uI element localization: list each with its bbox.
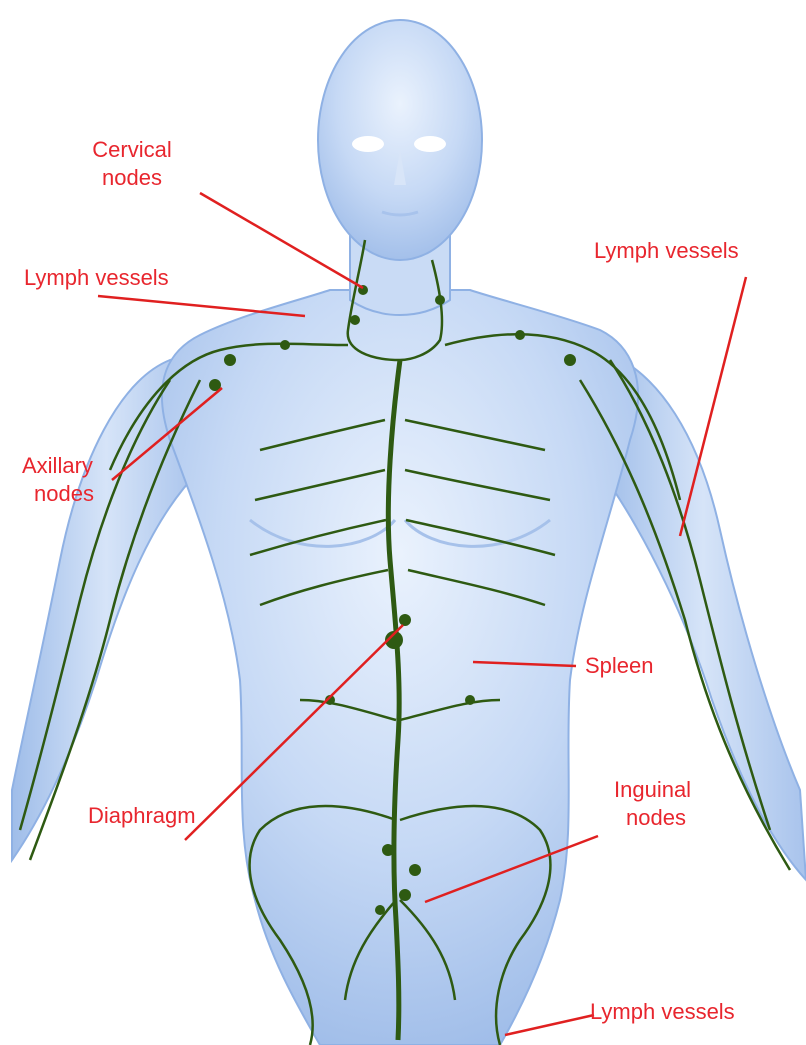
lymph-vessels-left-leader-line — [98, 296, 305, 316]
label-axillary-line1: Axillary — [22, 452, 94, 480]
label-diaphragm: Diaphragm — [88, 802, 196, 830]
node — [564, 354, 576, 366]
node — [515, 330, 525, 340]
label-cervical-line2: nodes — [80, 164, 184, 192]
label-axillary-nodes: Axillary nodes — [22, 452, 94, 508]
right-eye — [414, 136, 446, 152]
label-inguinal-line2: nodes — [614, 804, 691, 832]
node — [350, 315, 360, 325]
label-lymph-vessels-right: Lymph vessels — [594, 237, 739, 265]
label-cervical-line1: Cervical — [80, 136, 184, 164]
label-cervical-nodes: Cervical nodes — [80, 136, 184, 192]
node — [375, 905, 385, 915]
node — [465, 695, 475, 705]
node — [224, 354, 236, 366]
node — [435, 295, 445, 305]
node — [399, 614, 411, 626]
head — [318, 20, 482, 260]
label-lymph-vessels-bottom: Lymph vessels — [590, 998, 735, 1026]
node — [382, 844, 394, 856]
lymph-vessels-bottom-leader-line — [505, 1015, 594, 1035]
node — [399, 889, 411, 901]
label-axillary-line2: nodes — [22, 480, 94, 508]
label-spleen: Spleen — [585, 652, 654, 680]
label-inguinal-nodes: Inguinal nodes — [614, 776, 691, 832]
label-inguinal-line1: Inguinal — [614, 776, 691, 804]
lymph-vessels-right-leader-line — [680, 277, 746, 536]
left-eye — [352, 136, 384, 152]
node — [409, 864, 421, 876]
label-lymph-vessels-left: Lymph vessels — [24, 264, 169, 292]
node — [280, 340, 290, 350]
